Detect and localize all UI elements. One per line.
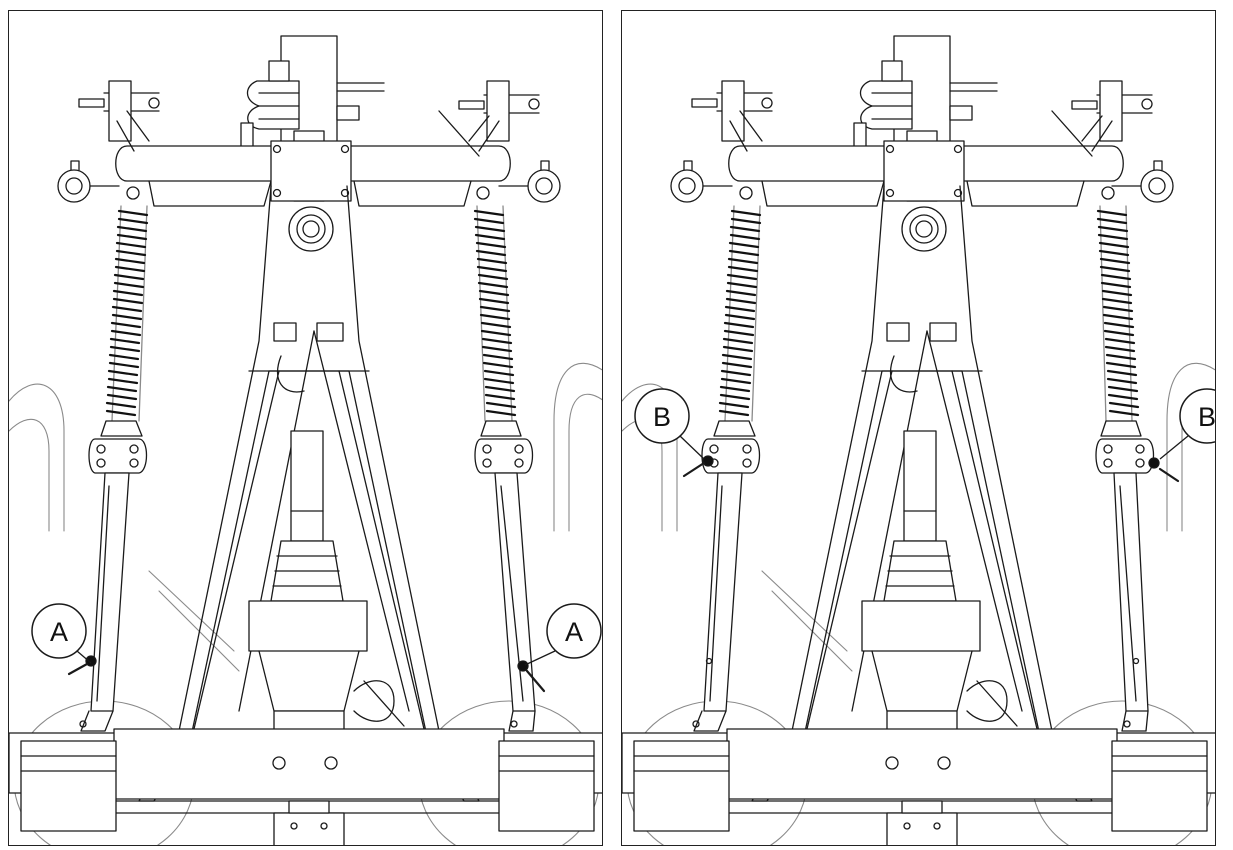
crossbar <box>728 140 1124 207</box>
bottom-beam <box>622 728 1215 845</box>
bottom-beam <box>9 728 602 845</box>
callout-a-right: A <box>524 603 602 666</box>
lift-arm-right <box>1051 80 1174 203</box>
diagram-panel-left: A A <box>8 10 603 846</box>
lift-arm-left <box>57 80 160 203</box>
lift-arm-left <box>670 80 773 203</box>
spring-assembly-left[interactable] <box>67 186 149 732</box>
callout-a-left: A <box>31 603 92 664</box>
pto-driveline <box>861 430 1018 737</box>
hitch-diagram-right: B B <box>622 35 1216 845</box>
diagram-panel-right: B B <box>621 10 1216 846</box>
spring-assembly-left[interactable] <box>682 186 762 732</box>
callout-b-right: B <box>1159 388 1216 460</box>
callout-label: A <box>565 617 583 647</box>
pto-driveline <box>248 430 405 737</box>
callout-label: A <box>50 617 68 647</box>
hitch-diagram-left: A A <box>9 35 602 845</box>
callout-b-left: B <box>634 388 705 460</box>
lift-arm-right <box>438 80 561 203</box>
callout-label: B <box>653 402 671 432</box>
spring-assembly-right[interactable] <box>1095 186 1180 732</box>
crossbar <box>115 140 511 207</box>
spring-assembly-right[interactable] <box>473 186 546 732</box>
callout-label: B <box>1198 402 1216 432</box>
